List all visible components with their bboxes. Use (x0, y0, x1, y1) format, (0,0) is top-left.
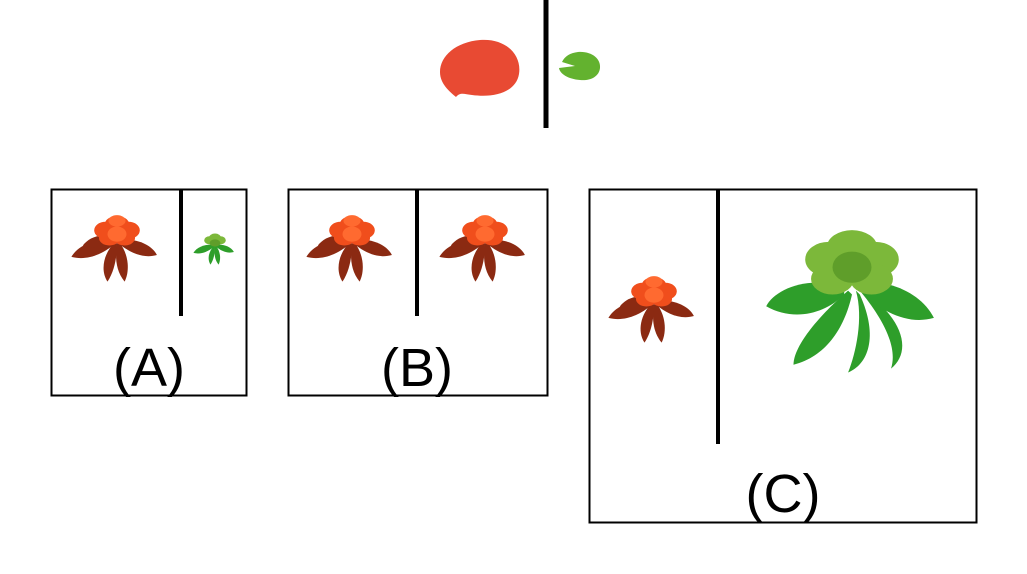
red-flower-icon (439, 215, 525, 282)
red-lily-pad-icon (440, 39, 520, 97)
green-lily-pad-icon (559, 51, 601, 81)
panel-b-frame (287, 188, 549, 397)
panel-b[interactable]: (B) (287, 188, 549, 399)
panel-c-label: (C) (746, 464, 821, 524)
panel-b-label: (B) (381, 338, 453, 398)
green-flower-icon (193, 233, 234, 265)
panel-a[interactable]: (A) (50, 188, 248, 399)
red-flower-icon (71, 215, 157, 282)
reference-pair (440, 0, 601, 128)
panel-a-frame (50, 188, 248, 397)
panel-a-label: (A) (113, 338, 185, 398)
red-flower-icon (306, 215, 392, 282)
red-flower-icon (608, 276, 694, 343)
panel-c[interactable]: (C) (588, 188, 978, 525)
panel-c-frame (588, 188, 978, 524)
green-flower-icon (766, 230, 934, 373)
